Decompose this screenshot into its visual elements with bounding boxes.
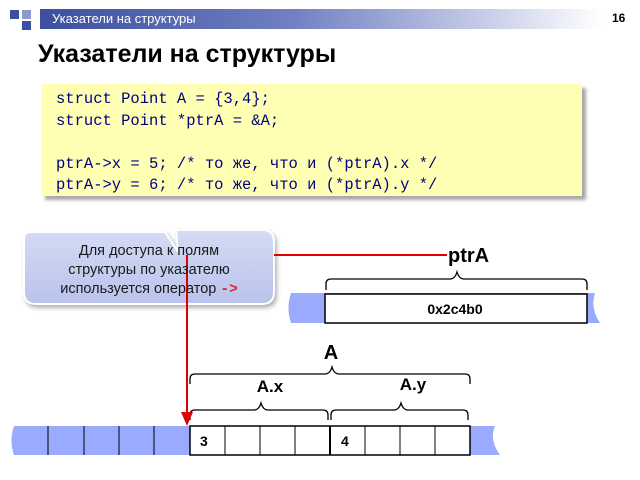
page-number: 16	[612, 11, 626, 25]
field-y-value: 4	[341, 433, 349, 449]
decor-square	[22, 21, 31, 30]
field-x-label: A.x	[257, 377, 284, 396]
ptr-label: ptrA	[448, 245, 489, 267]
struct-label: A	[324, 342, 338, 364]
callout-bubble	[23, 229, 275, 305]
code-line: ptrA->y = 6; /* то же, что и (*ptrA).y *…	[56, 176, 438, 194]
field-y-label: A.y	[400, 375, 427, 394]
code-block: struct Point A = {3,4}; struct Point *pt…	[41, 84, 582, 196]
pointer-cell	[324, 293, 588, 324]
decor-square	[22, 10, 31, 19]
code-line: ptrA->x = 5; /* то же, что и (*ptrA).x *…	[56, 154, 438, 173]
struct-brace	[189, 364, 471, 384]
field-y-brace	[330, 400, 469, 420]
code-line: struct Point *ptrA = &A;	[56, 111, 280, 130]
header-bar	[40, 9, 602, 29]
callout-line: структуры по указателю	[68, 262, 230, 278]
decor-square	[10, 10, 19, 19]
ptr-brace	[325, 269, 588, 290]
pointer-arrow	[181, 254, 447, 426]
callout-text: Для доступа к полям структуры по указате…	[24, 242, 274, 300]
header-title: Указатели на структуры	[52, 11, 196, 26]
callout-line: используется оператор ->	[24, 280, 274, 300]
operator-token: ->	[220, 282, 238, 298]
ptr-value: 0x2c4b0	[427, 301, 482, 317]
code-line: struct Point A = {3,4};	[56, 90, 270, 108]
slide-title: Указатели на структуры	[38, 40, 337, 68]
callout-line-prefix: используется оператор	[60, 281, 221, 297]
field-x-value: 3	[200, 433, 208, 449]
field-x-brace	[189, 400, 329, 420]
callout-line: Для доступа к полям	[78, 243, 220, 259]
